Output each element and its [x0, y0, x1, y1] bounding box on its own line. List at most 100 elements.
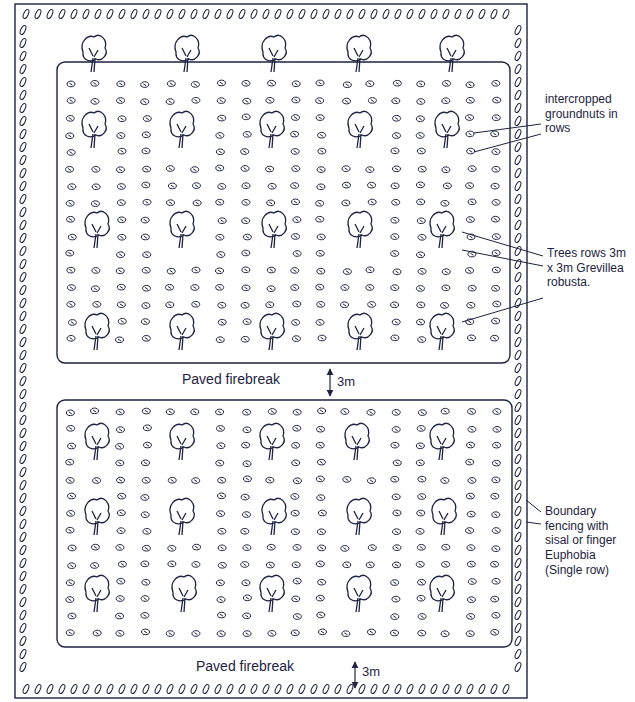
groundnut-plant [68, 234, 76, 240]
groundnut-plant [342, 166, 350, 172]
groundnut-plant [343, 82, 351, 88]
groundnut-plant [342, 200, 350, 206]
sisal-fence-plant [58, 684, 66, 695]
groundnut-plant [116, 444, 124, 450]
groundnut-plant [66, 410, 74, 416]
grevillea-tree [170, 111, 194, 148]
groundnut-plant [68, 320, 76, 326]
sisal-fence-plant [19, 168, 27, 179]
tree-trunk [92, 511, 101, 535]
sisal-fence-plant [514, 493, 522, 504]
sisal-fence-plant [226, 684, 234, 695]
groundnut-plant [166, 284, 174, 290]
grevillea-tree [260, 423, 284, 460]
sisal-fence-plant [514, 402, 522, 413]
groundnut-plant [266, 166, 274, 172]
groundnut-plant [317, 302, 325, 308]
groundnut-plant [116, 631, 124, 637]
sisal-fence-plant [19, 545, 27, 556]
groundnut-plant [492, 149, 500, 155]
groundnut-plant [93, 478, 101, 484]
groundnut-plant [391, 442, 399, 448]
groundnut-plant [492, 477, 500, 483]
groundnut-plant [416, 116, 424, 122]
groundnut-plant [241, 562, 249, 568]
groundnut-plant [293, 251, 301, 257]
groundnut-plant [116, 409, 124, 415]
sisal-fence-plant [394, 684, 402, 695]
sisal-fence-plant [514, 441, 522, 452]
groundnut-plant [218, 545, 226, 551]
sisal-fence-plant [19, 363, 27, 374]
groundnut-plant [243, 631, 251, 637]
groundnut-plant [492, 546, 500, 552]
sisal-fence-plant [19, 558, 27, 569]
groundnut-plant [68, 545, 76, 551]
groundnut-plant [468, 427, 476, 433]
sisal-fence-plant [19, 38, 27, 49]
groundnut-plant [141, 495, 149, 501]
groundnut-plant [116, 596, 124, 602]
sisal-fence-plant [310, 9, 318, 20]
sisal-fence-plant [46, 684, 54, 695]
groundnut-plant [418, 269, 426, 275]
groundnut-plant [392, 98, 400, 104]
groundnut-plant [342, 182, 350, 188]
groundnut-plant [268, 631, 276, 637]
groundnut-plant [291, 115, 299, 121]
groundnut-plant [416, 443, 424, 449]
callout-label: Boundary fencing with sisal or finger Eu… [545, 504, 631, 577]
sisal-fence-plant [514, 25, 522, 36]
sisal-fence-plant [22, 684, 30, 695]
groundnut-plant [492, 115, 500, 121]
groundnut-plant [441, 631, 449, 637]
leader-line [526, 500, 541, 512]
groundnut-plant [341, 302, 349, 308]
groundnut-plant [117, 167, 125, 173]
groundnut-plant [166, 166, 174, 172]
sisal-fence-plant [19, 324, 27, 335]
groundnut-plant [292, 166, 300, 172]
groundnut-plant [141, 234, 149, 240]
groundnut-plant [243, 476, 251, 482]
groundnut-plant [268, 80, 276, 86]
leader-line [526, 522, 541, 524]
sisal-fence-plant [514, 51, 522, 62]
sisal-fence-plant [298, 9, 306, 20]
groundnut-plant [492, 612, 500, 618]
groundnut-plant [492, 250, 500, 256]
groundnut-plant [417, 218, 425, 224]
groundnut-plant [468, 166, 476, 172]
sisal-fence-plant [19, 90, 27, 101]
sisal-fence-plant [514, 532, 522, 543]
groundnut-plant [468, 285, 476, 291]
sisal-fence-plant [370, 9, 378, 20]
groundnut-plant [141, 613, 149, 619]
groundnut-plant [143, 529, 151, 535]
groundnut-plant [291, 149, 299, 155]
groundnut-plant [342, 631, 350, 637]
groundnut-plant [116, 337, 124, 343]
groundnut-plant [91, 80, 99, 86]
tree-trunk [92, 436, 101, 460]
groundnut-plant [66, 527, 74, 533]
groundnut-plant [67, 81, 75, 87]
groundnut-plant [67, 150, 75, 156]
groundnut-plant [391, 614, 399, 620]
sisal-fence-plant [19, 506, 27, 517]
sisal-fence-plant [19, 311, 27, 322]
groundnut-plant [268, 183, 276, 189]
groundnut-plant [467, 561, 475, 567]
grevillea-tree [260, 575, 284, 612]
sisal-fence-plant [19, 259, 27, 270]
groundnut-plant [492, 285, 500, 291]
groundnut-plant [217, 597, 225, 603]
sisal-fence-plant [19, 233, 27, 244]
groundnut-plant [316, 442, 324, 448]
sisal-fence-plant [19, 584, 27, 595]
groundnut-plant [68, 613, 76, 619]
tree-trunk [447, 48, 456, 72]
sisal-fence-plant [250, 9, 258, 20]
sisal-fence-plant [514, 324, 522, 335]
sisal-fence-plant [358, 9, 366, 20]
